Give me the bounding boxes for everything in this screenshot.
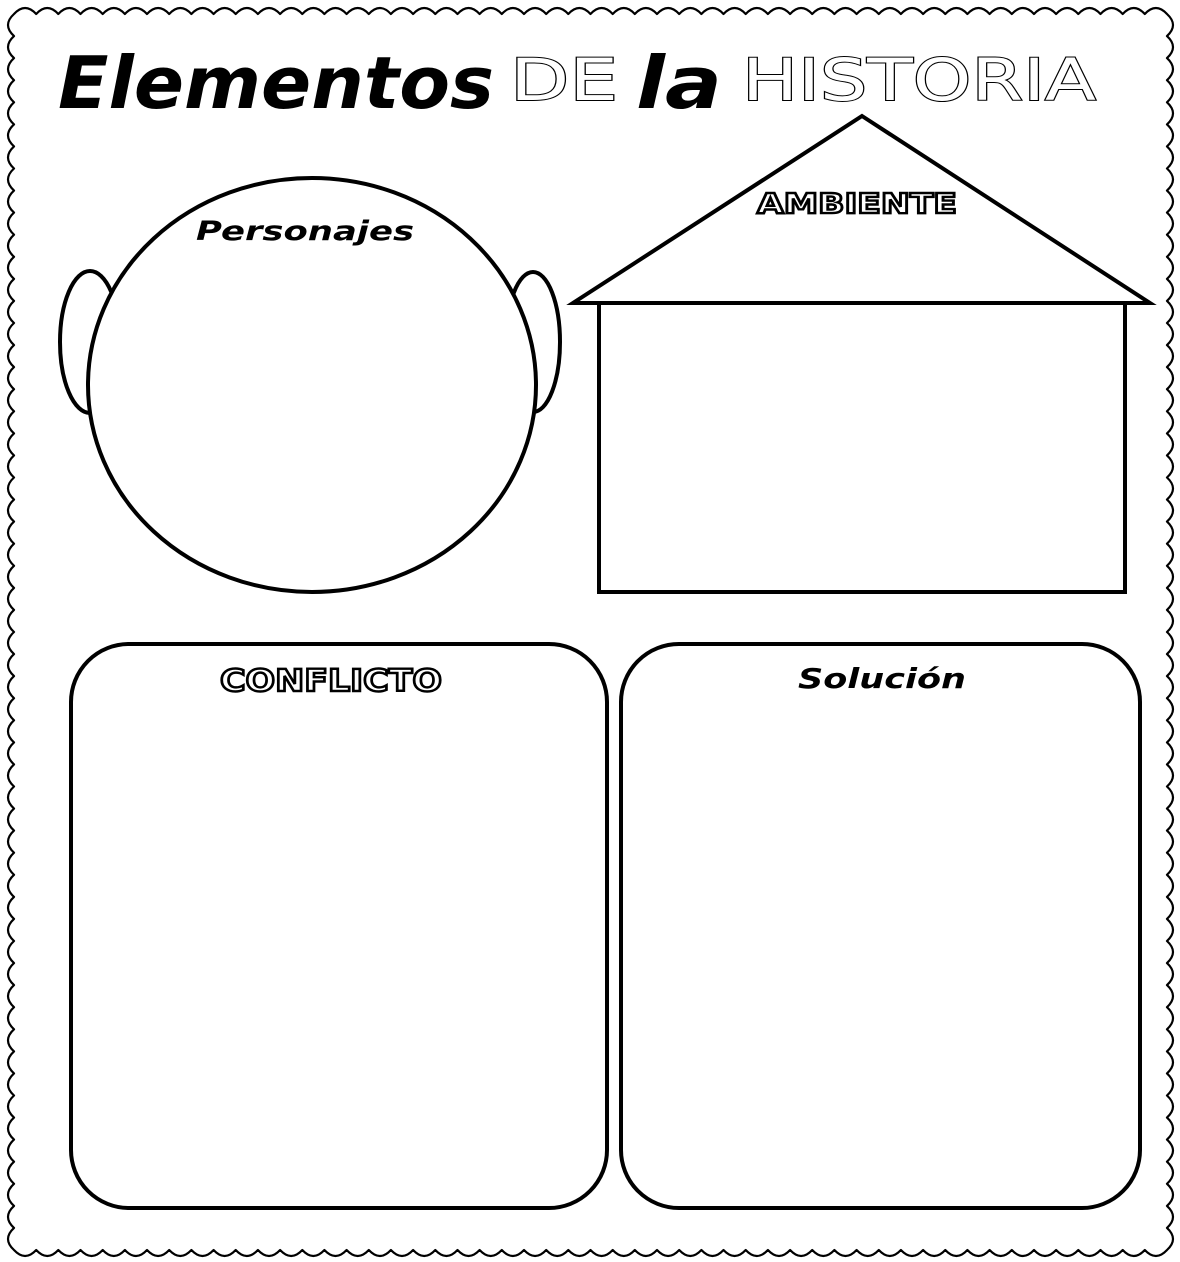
characters-label: Personajes	[196, 216, 414, 247]
setting-house-roof	[566, 113, 1157, 305]
solution-box[interactable]	[619, 642, 1142, 1210]
solution-label: Solución	[798, 662, 966, 695]
characters-head-frame: Personajes	[58, 176, 562, 594]
setting-label: AMBIENTE	[757, 187, 957, 220]
setting-house-body[interactable]	[597, 301, 1127, 594]
scalloped-border	[6, 6, 1175, 1258]
solution-frame: Solución	[619, 642, 1142, 1210]
title-historia: HISTORIA	[742, 46, 1096, 114]
conflict-frame: CONFLICTO	[69, 642, 609, 1210]
conflict-label: CONFLICTO	[220, 664, 442, 699]
worksheet-title: Elementos DE la HISTORIA	[58, 41, 1097, 125]
conflict-box[interactable]	[69, 642, 609, 1210]
characters-head[interactable]	[86, 176, 538, 594]
title-de: DE	[510, 46, 618, 114]
title-la: la	[636, 41, 722, 125]
setting-house-frame: AMBIENTE	[566, 113, 1157, 594]
title-elementos: Elementos	[58, 41, 494, 125]
